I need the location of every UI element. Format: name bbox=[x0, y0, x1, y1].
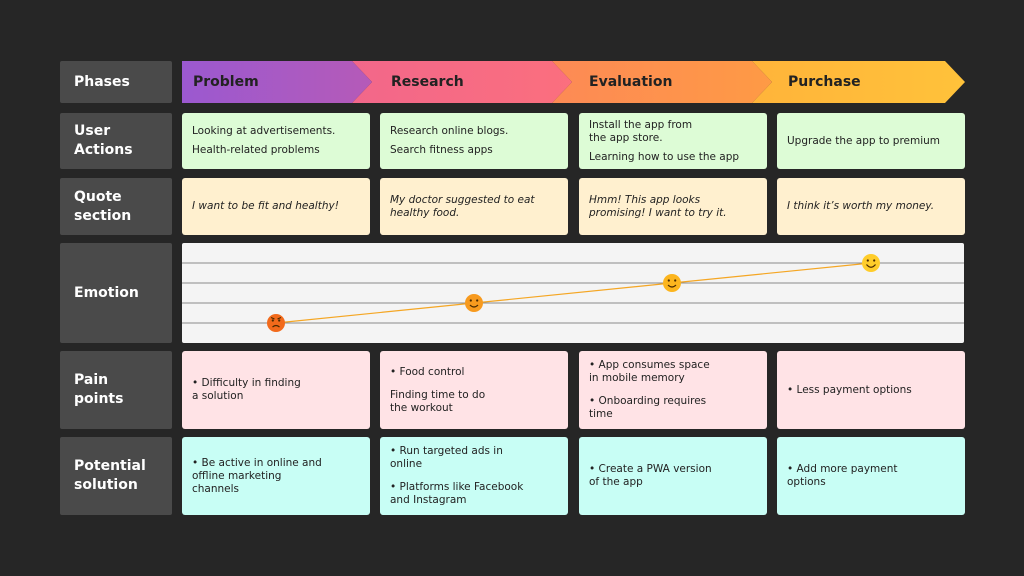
solution-text: • Platforms like Facebook and Instagram bbox=[390, 481, 524, 506]
user-action-text: Learning how to use the app bbox=[589, 150, 740, 163]
user-action-text: Research online blogs. bbox=[390, 125, 509, 137]
solution-text: • Add more payment options bbox=[787, 463, 898, 488]
quote-text: I want to be fit and healthy! bbox=[192, 200, 339, 212]
quote-problem: I want to be fit and healthy! bbox=[182, 178, 370, 235]
pain-text: • Food control bbox=[390, 365, 465, 378]
user-action-text: Upgrade the app to premium bbox=[787, 134, 941, 147]
pain-text: • App consumes space in mobile memory bbox=[589, 359, 710, 384]
user-actions-evaluation: Install the app from the app store. Lear… bbox=[579, 113, 767, 169]
row-label-pain: Pain points bbox=[60, 351, 172, 429]
quote-evaluation: Hmm! This app looks promising! I want to… bbox=[579, 178, 767, 235]
row-label-pain-text: Pain points bbox=[74, 372, 124, 407]
pain-text: • Onboarding requires time bbox=[589, 395, 707, 420]
solution-text: • Create a PWA version of the app bbox=[589, 463, 712, 488]
phase-label-purchase: Purchase bbox=[788, 74, 861, 90]
row-label-phases-text: Phases bbox=[74, 73, 130, 90]
user-action-text: Install the app from the app store. bbox=[589, 118, 693, 144]
user-actions-purchase: Upgrade the app to premium bbox=[777, 113, 965, 169]
row-label-quote: Quote section bbox=[60, 178, 172, 235]
user-action-text: Health-related problems bbox=[192, 144, 320, 156]
pain-evaluation: • App consumes space in mobile memory • … bbox=[579, 351, 767, 429]
solution-research: • Run targeted ads in online • Platforms… bbox=[380, 437, 568, 515]
user-action-text: Looking at advertisements. bbox=[192, 125, 336, 137]
pain-text: Finding time to do the workout bbox=[390, 388, 486, 414]
row-label-quote-text: Quote section bbox=[74, 188, 132, 224]
pain-text: • Difficulty in finding a solution bbox=[192, 377, 301, 402]
row-label-solution: Potential solution bbox=[60, 437, 172, 515]
pain-purchase: • Less payment options bbox=[777, 351, 965, 429]
row-label-user-actions: User Actions bbox=[60, 113, 172, 169]
pain-problem: • Difficulty in finding a solution bbox=[182, 351, 370, 429]
pain-text: • Less payment options bbox=[787, 383, 912, 396]
solution-text: • Be active in online and offline market… bbox=[192, 456, 322, 495]
row-label-solution-text: Potential solution bbox=[74, 458, 146, 493]
row-label-emotion: Emotion bbox=[60, 243, 172, 343]
row-label-user-actions-text: User Actions bbox=[74, 123, 133, 158]
user-actions-research: Research online blogs. Search fitness ap… bbox=[380, 113, 568, 169]
quote-purchase: I think it’s worth my money. bbox=[777, 178, 965, 235]
user-actions-problem: Looking at advertisements. Health-relate… bbox=[182, 113, 370, 169]
emotion-chart-area bbox=[182, 243, 964, 343]
solution-purchase: • Add more payment options bbox=[777, 437, 965, 515]
pain-research: • Food control Finding time to do the wo… bbox=[380, 351, 568, 429]
phase-label-evaluation: Evaluation bbox=[589, 74, 673, 90]
solution-text: • Run targeted ads in online bbox=[390, 445, 503, 470]
quote-text: I think it’s worth my money. bbox=[787, 200, 935, 212]
quote-text: My doctor suggested to eat healthy food. bbox=[390, 193, 535, 219]
solution-problem: • Be active in online and offline market… bbox=[182, 437, 370, 515]
row-label-phases: Phases bbox=[60, 61, 172, 103]
quote-text: Hmm! This app looks promising! I want to… bbox=[589, 193, 727, 219]
quote-research: My doctor suggested to eat healthy food. bbox=[380, 178, 568, 235]
phase-label-problem: Problem bbox=[193, 74, 259, 90]
solution-evaluation: • Create a PWA version of the app bbox=[579, 437, 767, 515]
user-action-text: Search fitness apps bbox=[390, 144, 493, 156]
row-label-emotion-text: Emotion bbox=[74, 284, 139, 301]
phase-label-research: Research bbox=[391, 74, 464, 90]
